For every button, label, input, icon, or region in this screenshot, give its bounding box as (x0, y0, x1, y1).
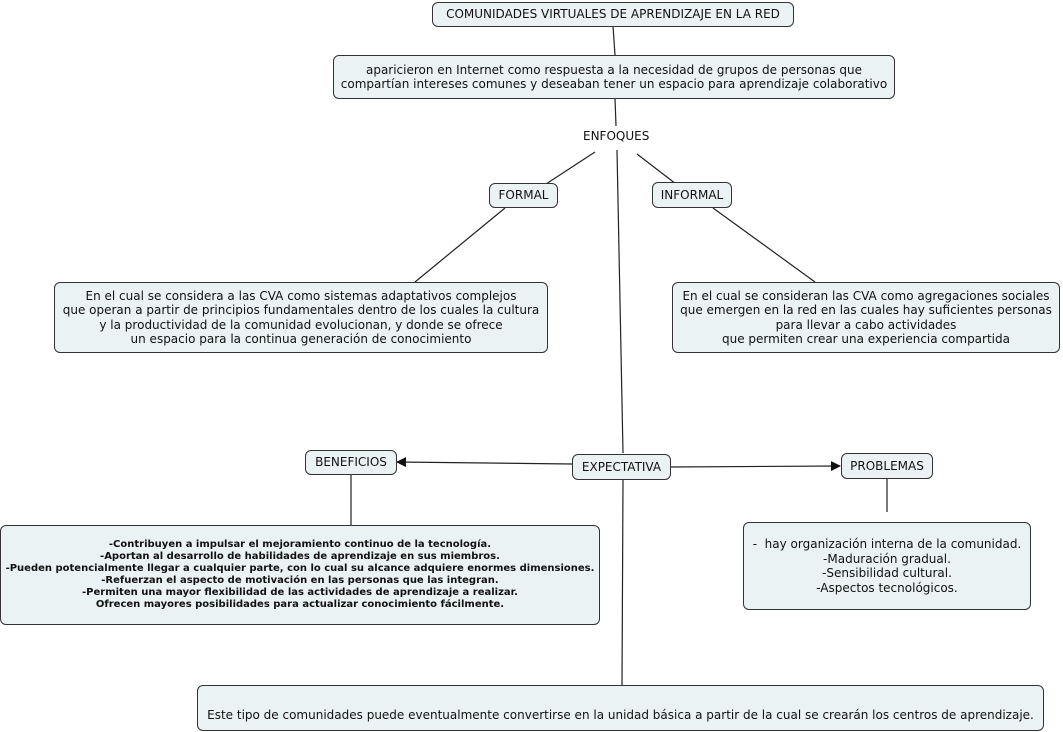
link-enfoques-informal (636, 153, 677, 185)
conclusion-node: Este tipo de comunidades puede eventualm… (197, 685, 1044, 731)
link-enfoques-expectativa (616, 149, 624, 454)
enfoques-label: ENFOQUES (581, 129, 652, 143)
link-expectativa-conclusion (621, 479, 624, 687)
link-expectativa-problemas (669, 461, 841, 472)
informal-node: INFORMAL (652, 182, 732, 208)
origin-node: aparicieron en Internet como respuesta a… (333, 55, 895, 99)
formal-description-node: En el cual se considera a las CVA como s… (54, 282, 548, 353)
expectativa-node: EXPECTATIVA (572, 454, 671, 480)
problemas-node: PROBLEMAS (841, 453, 933, 479)
link-formal-description (414, 207, 506, 283)
formal-node: FORMAL (489, 183, 558, 208)
beneficios-items-node: -Contribuyen a impulsar el mejoramiento … (0, 525, 600, 625)
problemas-items-node: - hay organización interna de la comunid… (743, 522, 1031, 610)
link-origin-enfoques (614, 97, 617, 127)
beneficios-node: BENEFICIOS (305, 450, 397, 475)
link-expectativa-beneficios (396, 457, 573, 468)
link-title-origin (612, 25, 616, 56)
link-enfoques-formal (545, 151, 596, 185)
title-node: COMUNIDADES VIRTUALES DE APRENDIZAJE EN … (432, 2, 794, 27)
link-informal-description (712, 207, 816, 283)
informal-description-node: En el cual se consideran las CVA como ag… (672, 282, 1060, 353)
